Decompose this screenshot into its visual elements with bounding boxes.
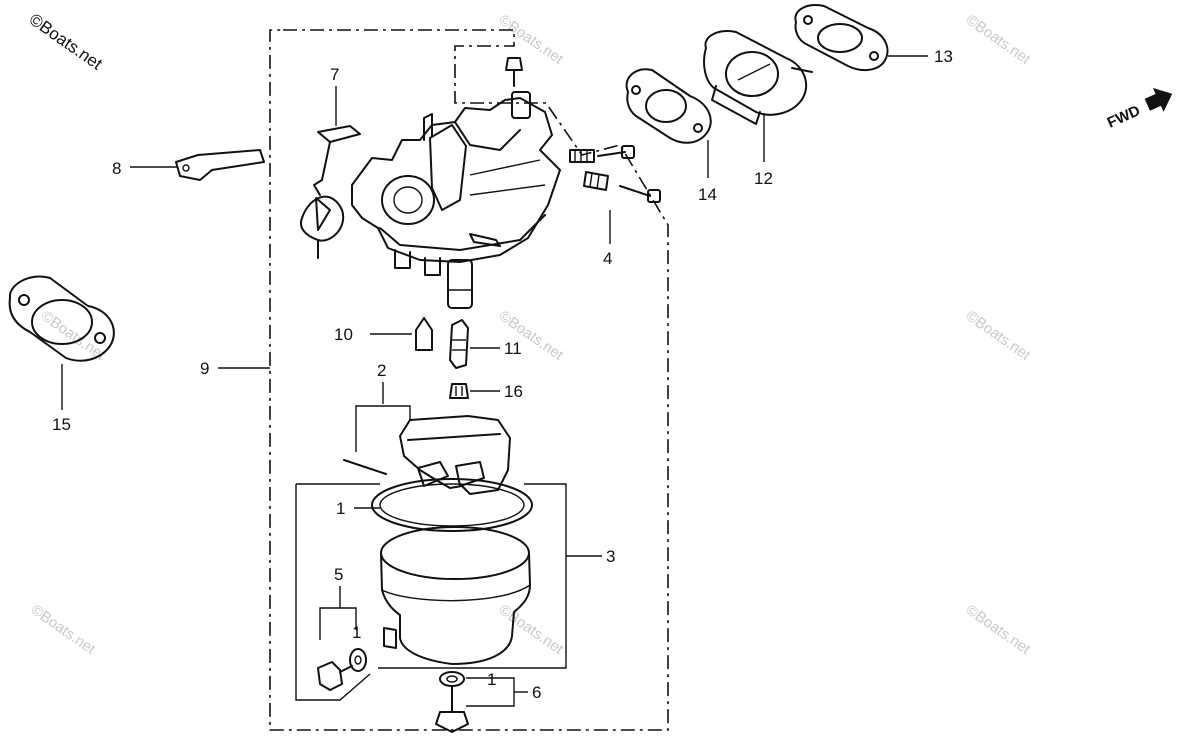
watermark: ©Boats.net	[963, 307, 1034, 364]
float-bowl-gasket	[371, 478, 533, 532]
watermark: ©Boats.net	[496, 601, 567, 658]
callout-5: 5	[334, 565, 343, 584]
assembly-outline	[269, 29, 669, 731]
callout-2: 2	[377, 361, 386, 380]
callout-10: 10	[334, 325, 353, 344]
callout-16: 16	[504, 382, 523, 401]
float-chamber	[380, 526, 531, 665]
jet-holder	[449, 383, 469, 399]
callout-11: 11	[504, 339, 522, 358]
top-screw	[505, 57, 523, 87]
gasket-13	[794, 4, 889, 72]
callout-3: 3	[606, 547, 615, 566]
callout-1c: 1	[487, 670, 496, 689]
gasket-15	[8, 275, 115, 362]
callout-13: 13	[934, 47, 953, 66]
callout-8: 8	[112, 159, 121, 178]
carburetor-body	[351, 91, 561, 309]
callout-4: 4	[603, 249, 612, 268]
watermark: ©Boats.net	[496, 11, 567, 68]
brand-watermark: ©Boats.net	[26, 10, 106, 74]
callout-14: 14	[698, 185, 717, 204]
drain-screw	[317, 648, 367, 691]
fwd-indicator: FWD	[1105, 87, 1173, 132]
callout-labels: 7 8 9 2 1 3 5 1 4 10 11 16 1 6 15 14 12 …	[52, 47, 953, 702]
callout-6: 6	[532, 683, 541, 702]
bowl-bolt	[435, 671, 469, 733]
float	[343, 415, 511, 495]
pilot-screws	[569, 145, 661, 203]
insulator-12	[703, 30, 813, 125]
watermark: ©Boats.net	[963, 601, 1034, 658]
callout-1a: 1	[336, 499, 345, 518]
callout-1b: 1	[352, 623, 361, 642]
callout-15: 15	[52, 415, 71, 434]
gasket-14	[625, 68, 712, 144]
fwd-label: FWD	[1105, 102, 1143, 131]
choke-lever	[300, 125, 361, 259]
callout-12: 12	[754, 169, 773, 188]
callout-9: 9	[200, 359, 209, 378]
leader-lines	[61, 55, 928, 707]
watermark: ©Boats.net	[28, 601, 99, 658]
fwd-arrow-icon	[1144, 87, 1173, 112]
callout-7: 7	[330, 65, 339, 84]
watermark: ©Boats.net	[963, 11, 1034, 68]
main-jet	[415, 317, 433, 351]
needle-jet	[449, 319, 469, 369]
choke-rod	[175, 149, 265, 181]
